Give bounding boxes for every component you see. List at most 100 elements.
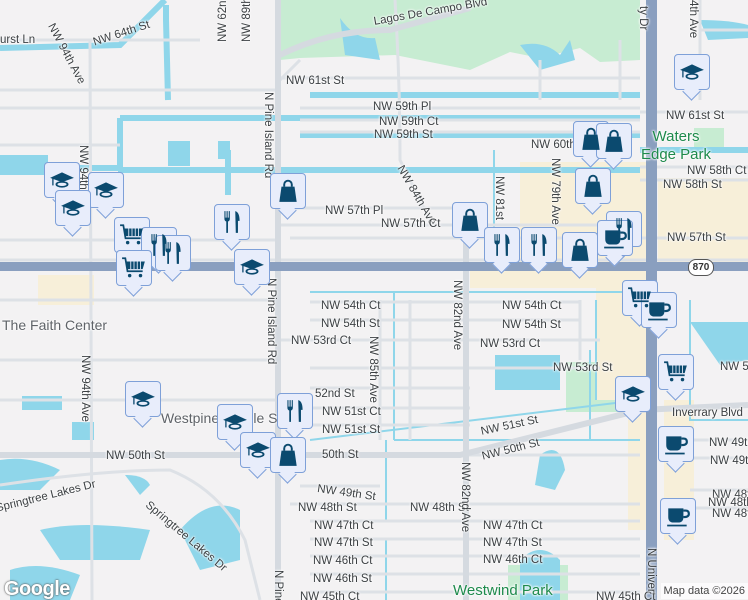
street-label: NW 53rd Ct <box>480 338 541 350</box>
restaurant-icon <box>611 216 637 242</box>
marker-restaurant[interactable] <box>214 204 250 240</box>
google-logo: Google <box>4 578 70 600</box>
marker-coffee[interactable] <box>660 498 696 534</box>
coffee-icon <box>663 431 689 457</box>
marker-shopping-bag[interactable] <box>573 121 609 157</box>
marker-shopping-bag[interactable] <box>270 173 306 209</box>
marker-coffee[interactable] <box>641 292 677 328</box>
street-label: NW 59th Pl <box>373 101 432 113</box>
street-label: NW 82nd Ave <box>459 462 471 533</box>
street-label: NW 48th <box>712 508 748 520</box>
park-label[interactable]: Westwind Park <box>453 582 553 599</box>
restaurant-icon <box>160 240 186 266</box>
street-label: NW 48th <box>712 489 748 501</box>
street-label: NW 79th Ave <box>549 158 561 225</box>
marker-school[interactable] <box>88 172 124 208</box>
marker-restaurant[interactable] <box>141 227 177 263</box>
street-label: N Pine Island Rd <box>272 570 284 600</box>
marker-shopping-cart[interactable] <box>658 354 694 390</box>
marker-shopping-cart[interactable] <box>114 217 150 253</box>
street-label: N Pine Island Rd <box>262 92 274 179</box>
marker-school[interactable] <box>674 54 710 90</box>
marker-shopping-bag[interactable] <box>562 232 598 268</box>
coffee-icon <box>646 297 672 323</box>
marker-coffee[interactable] <box>658 426 694 462</box>
street-label: NW 47th Ct <box>483 520 543 532</box>
marker-school[interactable] <box>615 376 651 412</box>
map-attribution[interactable]: Map data ©2026 <box>660 583 748 599</box>
marker-school[interactable] <box>240 432 276 468</box>
street-label: NW 51st Ct <box>322 406 381 418</box>
street-label: NW 46th Ct <box>313 555 373 567</box>
marker-coffee[interactable] <box>597 220 633 256</box>
street-label: urst Ln <box>0 34 36 46</box>
street-label: NW 59th Ct <box>379 116 439 128</box>
school-icon <box>93 177 119 203</box>
street-label: ty Dr <box>637 6 649 31</box>
restaurant-icon <box>146 232 172 258</box>
street-label: NW 89th <box>241 0 253 42</box>
shopping-bag-icon <box>567 237 593 263</box>
marker-shopping-bag[interactable] <box>452 202 488 238</box>
restaurant-icon <box>282 398 308 424</box>
shopping-bag-icon <box>601 128 627 154</box>
street-label: NW 62nd <box>217 0 229 42</box>
school-icon <box>130 386 156 412</box>
marker-restaurant[interactable] <box>155 235 191 271</box>
street-label: NW 58th Ct <box>687 165 747 177</box>
school-icon <box>620 381 646 407</box>
street-label: NW 57th St <box>667 232 726 244</box>
shopping-bag-icon <box>275 442 301 468</box>
marker-shopping-bag[interactable] <box>596 123 632 159</box>
street-label: NW 47th St <box>314 537 373 549</box>
street-label: NW 61st St <box>666 110 725 122</box>
marker-school[interactable] <box>217 404 253 440</box>
marker-restaurant[interactable] <box>277 393 313 429</box>
street-label: NW 81st <box>493 176 505 221</box>
place-label[interactable]: The Faith Center <box>2 317 108 333</box>
street-label: NW 47th St <box>483 537 542 549</box>
coffee-icon <box>665 503 691 529</box>
restaurant-icon <box>526 232 552 258</box>
marker-school[interactable] <box>55 190 91 226</box>
shopping-cart-icon <box>121 255 147 281</box>
street-label: NW 51st St <box>322 424 381 436</box>
street-label: 52nd St <box>315 388 355 400</box>
school-icon <box>239 254 265 280</box>
street-label: NW 85th Ave <box>367 336 379 403</box>
street-label: NW 53rd St <box>553 362 613 374</box>
street-label: NW 50th St <box>106 450 165 462</box>
street-label: NW 53rd Ct <box>291 335 352 347</box>
marker-shopping-bag[interactable] <box>270 437 306 473</box>
marker-restaurant[interactable] <box>484 227 520 263</box>
street-label: NW 45th Ct <box>596 591 656 600</box>
street-label: 50th St <box>322 449 359 461</box>
marker-shopping-bag[interactable] <box>575 168 611 204</box>
marker-school[interactable] <box>44 162 80 198</box>
street-label: NW 48th St <box>410 502 469 514</box>
street-label: Inverrary Blvd <box>672 407 743 419</box>
marker-restaurant[interactable] <box>521 227 557 263</box>
street-label: NW 46th Ct <box>483 554 543 566</box>
shopping-cart-icon <box>663 359 689 385</box>
street-label: NW 54th Ct <box>502 300 562 312</box>
street-label: NW 54th St <box>502 319 561 331</box>
restaurant-icon <box>489 232 515 258</box>
school-icon <box>222 409 248 435</box>
street-label: NW 52 <box>720 361 748 373</box>
shopping-bag-icon <box>457 207 483 233</box>
street-label: NW 59th St <box>374 129 433 141</box>
restaurant-icon <box>219 209 245 235</box>
street-label: NW 61st St <box>286 75 345 87</box>
street-label: NW 48th St <box>298 502 357 514</box>
highway-870-shield: 870 <box>688 259 714 276</box>
street-label: NW 94th Ave <box>79 355 91 422</box>
street-label: N Univer <box>645 548 657 593</box>
marker-shopping-cart[interactable] <box>116 250 152 286</box>
marker-school[interactable] <box>125 381 161 417</box>
shopping-bag-icon <box>578 126 604 152</box>
marker-school[interactable] <box>234 249 270 285</box>
school-icon <box>245 437 271 463</box>
